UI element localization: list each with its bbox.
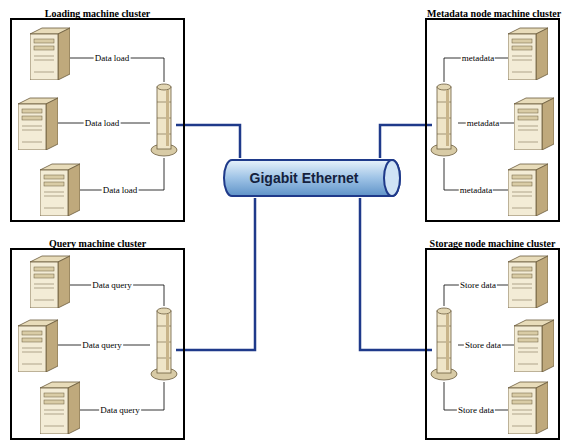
cluster-title: Metadata node machine cluster <box>427 8 558 19</box>
switch-uplinks <box>176 125 432 350</box>
network-link <box>185 125 240 158</box>
leader-label: Store data <box>459 280 497 290</box>
leader-label: Data query <box>91 280 133 290</box>
server-icons <box>18 28 554 434</box>
ethernet-cylinder: Gigabit Ethernet <box>222 158 402 198</box>
ethernet-label: Gigabit Ethernet <box>222 158 386 198</box>
leader-lines <box>58 58 514 410</box>
leader-label: Store data <box>464 340 502 350</box>
network-link <box>185 198 255 350</box>
network-link <box>380 125 425 158</box>
leader-label: Data query <box>81 340 123 350</box>
leader-label: Store data <box>457 405 495 415</box>
cluster-title: Query machine cluster <box>12 238 183 249</box>
leader-label: Data load <box>102 185 139 195</box>
leader-label: Data query <box>99 405 141 415</box>
leader-label: metadata <box>459 185 493 195</box>
leader-label: metadata <box>461 53 495 63</box>
cluster-title: Loading machine cluster <box>12 8 183 19</box>
leader-label: Data load <box>84 118 121 128</box>
leader-label: metadata <box>466 118 500 128</box>
switch-icons <box>151 84 457 380</box>
network-link <box>360 198 425 350</box>
cluster-title: Storage node machine cluster <box>427 238 558 249</box>
leader-label: Data load <box>94 53 131 63</box>
